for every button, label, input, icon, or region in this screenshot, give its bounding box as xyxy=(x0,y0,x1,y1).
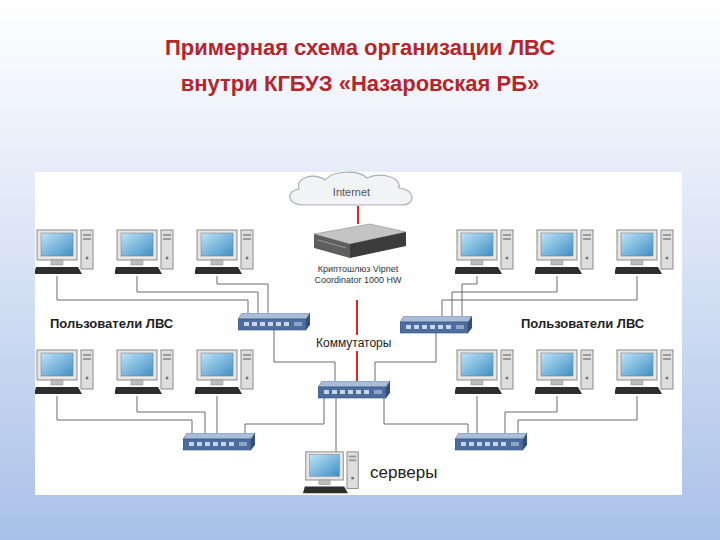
node-label: Криптошлюз Vipnet Coordinator 1000 HW xyxy=(302,262,414,286)
device-face xyxy=(350,232,406,258)
server-icon xyxy=(302,450,362,495)
server-computer xyxy=(303,452,358,493)
device-face xyxy=(314,234,350,258)
node-label: серверы xyxy=(362,463,437,483)
switch-icon xyxy=(183,433,255,450)
diagram-panel xyxy=(35,172,682,495)
workstation-icon xyxy=(534,230,593,274)
workstation-icon xyxy=(454,230,513,274)
server-node: серверы xyxy=(302,450,437,495)
switch-icon xyxy=(318,381,390,398)
workstations xyxy=(34,230,673,394)
switches xyxy=(183,313,527,450)
workstation-icon xyxy=(34,350,93,394)
slide-title: Примерная схема организации ЛВС внутри К… xyxy=(140,30,580,102)
switch-icon xyxy=(238,313,310,330)
workstation-icon xyxy=(194,350,253,394)
device-face xyxy=(318,240,346,248)
workstation-icon xyxy=(614,350,673,394)
internet-cloud: Internet xyxy=(283,170,420,208)
crypto-gateway: Криптошлюз Vipnet Coordinator 1000 HW xyxy=(302,222,414,286)
switch-icon xyxy=(455,433,527,450)
network-wire xyxy=(57,276,637,452)
gateway-device xyxy=(302,222,414,262)
group-label: Пользователи ЛВС xyxy=(521,316,644,331)
workstation-icon xyxy=(534,350,593,394)
group-label: Пользователи ЛВС xyxy=(50,316,173,331)
network-link xyxy=(357,206,359,224)
switches-label: Коммутаторы xyxy=(313,335,394,351)
workstation-icon xyxy=(454,350,513,394)
workstation-icon xyxy=(114,350,173,394)
workstation-icon xyxy=(194,230,253,274)
node-label: Internet xyxy=(333,180,370,198)
workstation-icon xyxy=(34,230,93,274)
workstation-icon xyxy=(114,230,173,274)
switch-icon xyxy=(400,316,472,333)
cloud-outline xyxy=(290,172,412,205)
workstation-icon xyxy=(614,230,673,274)
